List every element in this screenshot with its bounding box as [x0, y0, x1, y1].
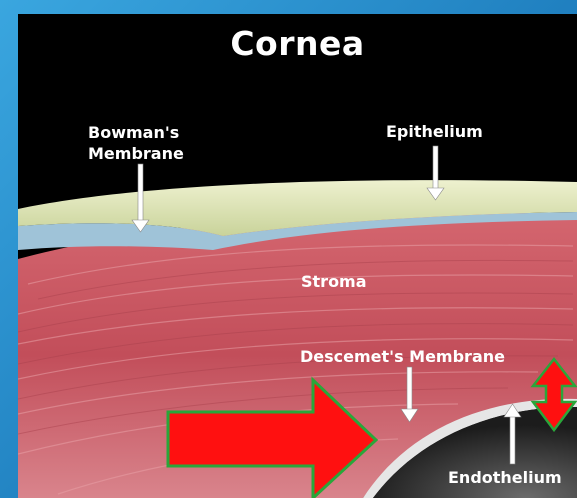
- label-epithelium: Epithelium: [386, 122, 483, 141]
- diagram-title: Cornea: [18, 24, 577, 63]
- label-bowman-line2: Membrane: [88, 143, 184, 164]
- label-bowman-line1: Bowman's: [88, 122, 184, 143]
- label-bowman-membrane: Bowman's Membrane: [88, 122, 184, 164]
- diagram-panel: Cornea Bowman's Membrane Epithelium Stro…: [18, 14, 577, 498]
- cornea-illustration: [18, 14, 577, 498]
- label-endothelium: Endothelium: [448, 468, 562, 487]
- label-stroma: Stroma: [301, 272, 367, 291]
- pointer-epithelium: [427, 146, 444, 200]
- label-descemet-membrane: Descemet's Membrane: [300, 347, 505, 366]
